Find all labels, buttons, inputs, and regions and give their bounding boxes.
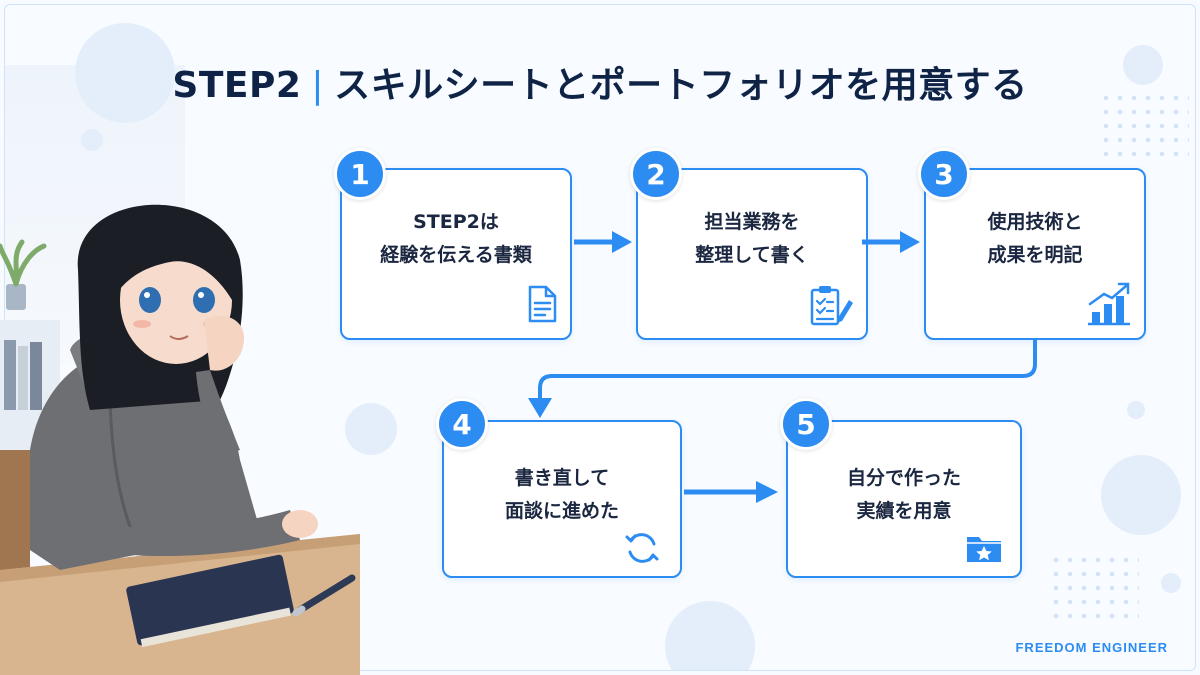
step-4-line-1: 書き直して [514, 467, 610, 489]
step-5-line-2: 実績を用意 [856, 500, 952, 522]
checklist-edit-icon [810, 286, 853, 326]
decor-dot-grid [1049, 553, 1139, 623]
arrow-step2-to-step3 [862, 231, 920, 253]
refresh-icon [625, 533, 659, 563]
step-card-1: STEP2は 経験を伝える書類 [340, 168, 572, 340]
step-2-line-2: 整理して書く [695, 244, 809, 266]
decor-circle [75, 23, 175, 123]
step-number-3: 3 [918, 148, 970, 200]
decor-circle [1161, 573, 1181, 593]
decor-dot-grid [1099, 91, 1189, 161]
step-number-5: 5 [780, 398, 832, 450]
decor-circle [1101, 455, 1181, 535]
step-1-line-2: 経験を伝える書類 [380, 244, 532, 266]
step-number-1: 1 [334, 148, 386, 200]
decor-circle [81, 129, 103, 151]
title-text: スキルシートとポートフォリオを用意する [334, 65, 1028, 106]
star-folder-icon [967, 537, 1001, 562]
girl-at-desk-illustration [0, 204, 360, 675]
arrow-step4-to-step5 [684, 481, 778, 503]
step-4-line-2: 面談に進めた [504, 500, 619, 522]
arrow-step3-to-step4 [528, 340, 1037, 418]
decor-circle [345, 403, 397, 455]
step-card-4: 書き直して 面談に進めた [442, 420, 682, 578]
step-card-3: 使用技術と 成果を明記 [924, 168, 1146, 340]
title-separator: | [311, 65, 325, 106]
title-step: STEP2 [172, 65, 302, 106]
step-3-line-2: 成果を明記 [987, 244, 1083, 266]
arrow-step1-to-step2 [574, 231, 632, 253]
step-number-2: 2 [630, 148, 682, 200]
growth-chart-icon [1088, 282, 1130, 326]
decor-circle [665, 601, 755, 670]
step-3-line-1: 使用技術と [987, 211, 1083, 233]
step-2-line-1: 担当業務を [704, 211, 800, 233]
step-5-line-1: 自分で作った [846, 467, 961, 489]
decor-circle [1127, 401, 1145, 419]
step-number-4: 4 [436, 398, 488, 450]
step-1-line-1: STEP2は [413, 211, 499, 233]
document-icon [528, 285, 557, 323]
page-title: STEP2|スキルシートとポートフォリオを用意する [0, 56, 1200, 108]
step-card-5: 自分で作った 実績を用意 [786, 420, 1022, 578]
decor-circle [1123, 45, 1163, 85]
brand-label: FREEDOM ENGINEER [1015, 640, 1168, 655]
step-card-2: 担当業務を 整理して書く [636, 168, 868, 340]
